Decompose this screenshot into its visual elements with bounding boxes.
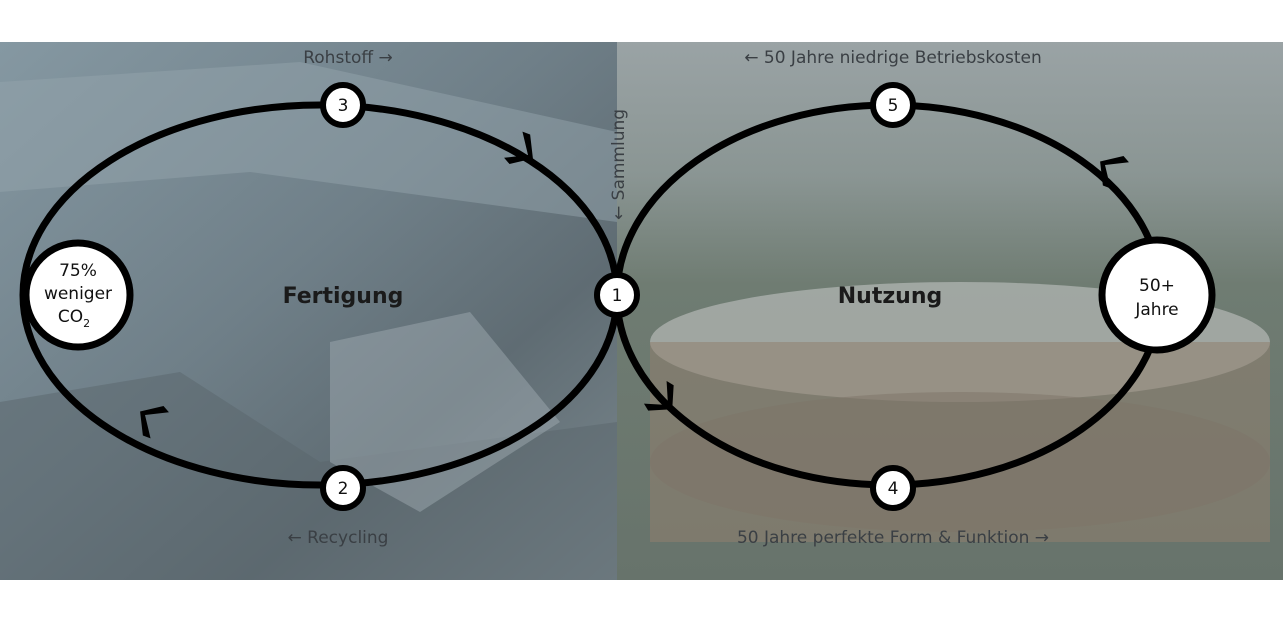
node-3-label: 3 bbox=[338, 96, 349, 116]
co2-badge: 75% weniger CO2 bbox=[22, 239, 134, 351]
label-sammlung: ← Sammlung bbox=[609, 109, 629, 220]
co2-badge-line1: 75% bbox=[59, 261, 97, 281]
node-5-label: 5 bbox=[888, 96, 899, 116]
label-betriebskosten: ← 50 Jahre niedrige Betriebskosten bbox=[744, 48, 1041, 68]
years-badge: 50+ Jahre bbox=[1098, 236, 1216, 354]
years-badge-line1: 50+ bbox=[1139, 276, 1175, 296]
label-rohstoff: Rohstoff → bbox=[303, 48, 393, 68]
co2-badge-line2: weniger bbox=[44, 284, 112, 304]
node-5: 5 bbox=[870, 82, 916, 128]
arrow-chevron-icon bbox=[504, 131, 533, 165]
title-nutzung: Nutzung bbox=[838, 284, 942, 309]
arrow-chevron-icon bbox=[140, 405, 169, 439]
photo-manufacturing bbox=[0, 42, 617, 580]
arrow-chevron-icon bbox=[643, 380, 674, 411]
title-fertigung: Fertigung bbox=[283, 284, 404, 309]
photo-building bbox=[617, 42, 1283, 580]
label-form-funktion: 50 Jahre perfekte Form & Funktion → bbox=[737, 528, 1049, 548]
years-badge-line2: Jahre bbox=[1134, 300, 1178, 320]
node-4: 4 bbox=[870, 465, 916, 511]
lifecycle-diagram: Rohstoff → ← Recycling ← 50 Jahre niedri… bbox=[0, 42, 1283, 580]
node-4-label: 4 bbox=[888, 479, 899, 499]
node-3: 3 bbox=[320, 82, 366, 128]
co2-badge-line3: CO2 bbox=[58, 307, 90, 330]
node-2: 2 bbox=[320, 465, 366, 511]
arrow-chevron-icon bbox=[1100, 155, 1129, 189]
label-recycling: ← Recycling bbox=[288, 528, 389, 548]
node-2-label: 2 bbox=[338, 479, 349, 499]
node-1: 1 bbox=[594, 272, 640, 318]
node-1-label: 1 bbox=[612, 286, 623, 306]
